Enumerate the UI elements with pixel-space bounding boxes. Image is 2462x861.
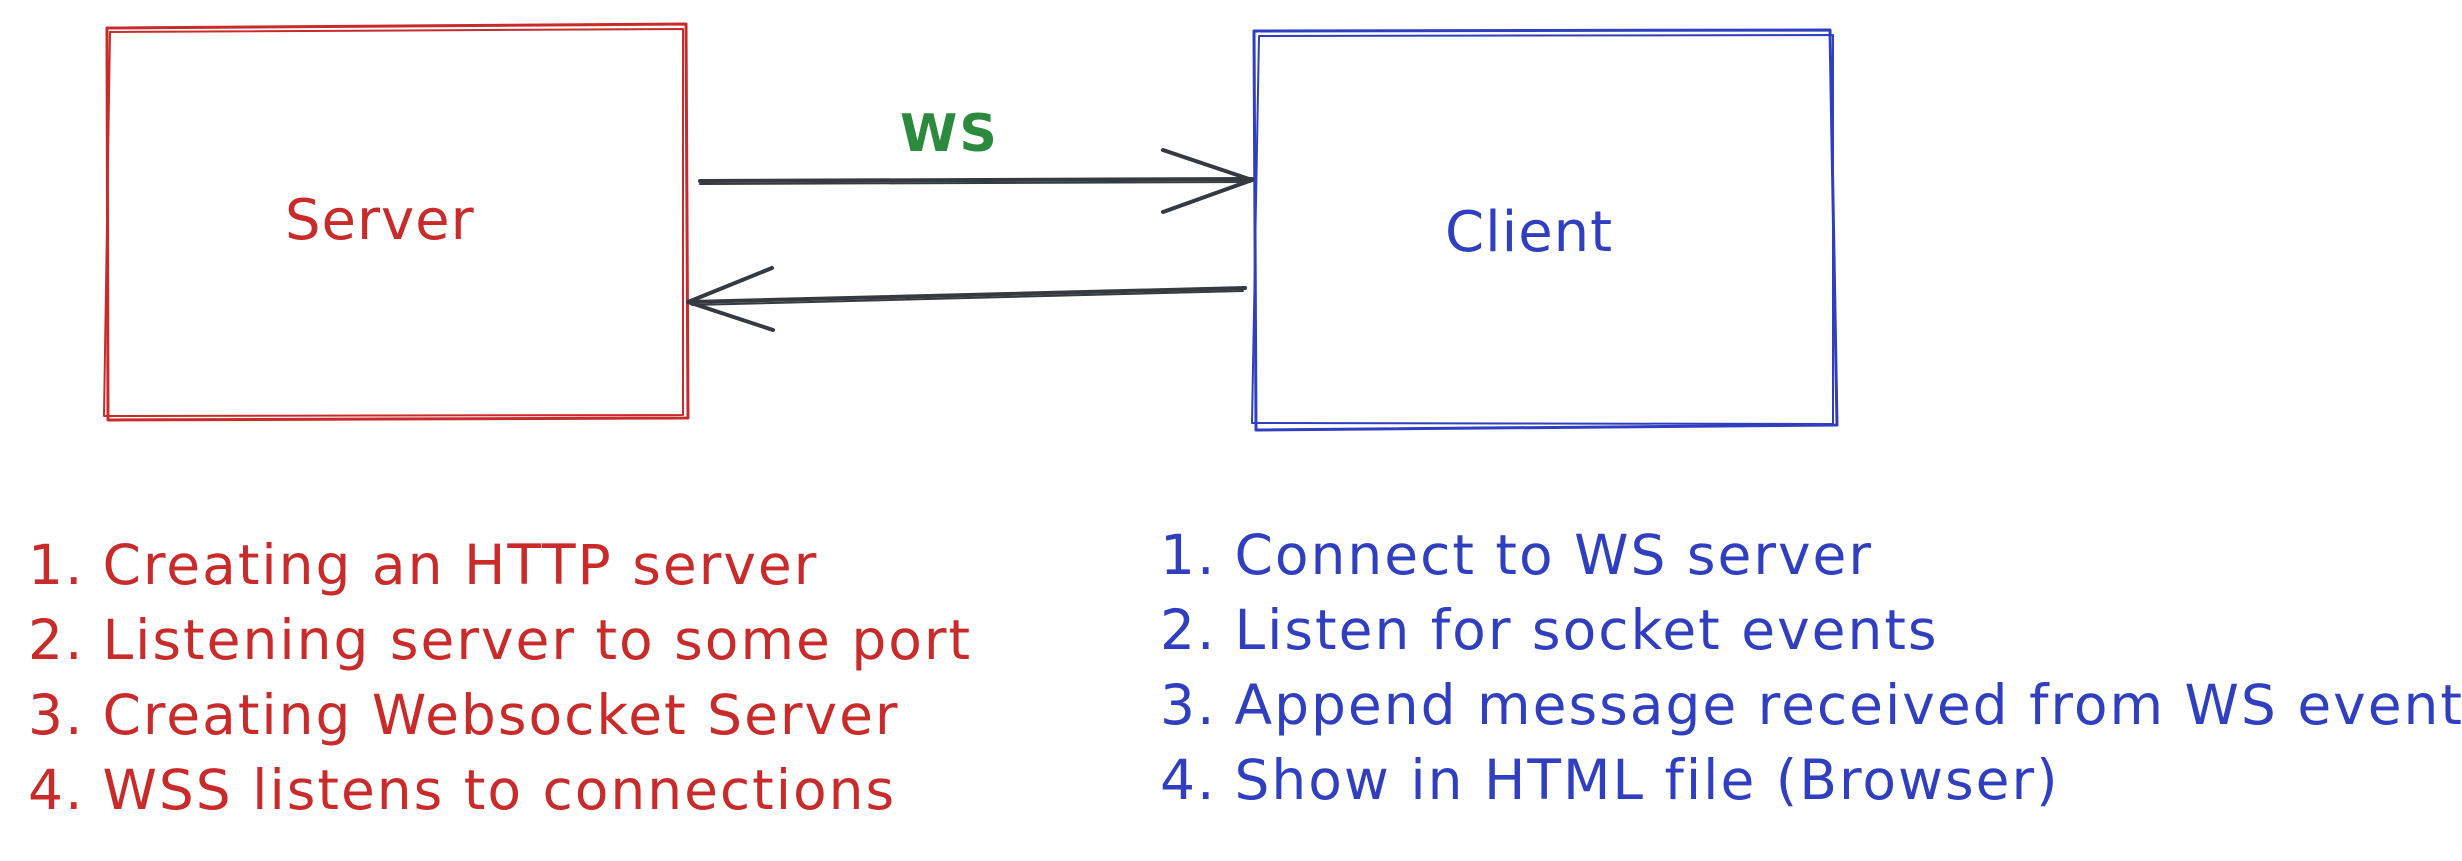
client-step-text: Connect to WS server <box>1234 523 1873 587</box>
client-step-number: 2. <box>1160 598 1217 662</box>
server-step-number: 1. <box>28 533 85 597</box>
server-step: 4. WSS listens to connections <box>28 753 972 828</box>
arrow-client-to-server <box>686 266 1247 332</box>
arrow-server-to-client <box>698 148 1254 214</box>
client-step-text: Show in HTML file (Browser) <box>1234 748 2060 812</box>
client-step-text: Listen for socket events <box>1234 598 1939 662</box>
client-step-text: Append message received from WS event <box>1234 673 2462 737</box>
client-step-number: 4. <box>1160 748 1217 812</box>
server-step: 1. Creating an HTTP server <box>28 528 972 603</box>
client-step-number: 3. <box>1160 673 1217 737</box>
server-label: Server <box>285 188 475 253</box>
server-steps-list: 1. Creating an HTTP server 2. Listening se… <box>28 528 972 828</box>
client-step: 2. Listen for socket events <box>1160 593 2462 668</box>
client-steps-list: 1. Connect to WS server 2. Listen for sock… <box>1160 518 2462 818</box>
server-step: 2. Listening server to some port <box>28 603 972 678</box>
server-step: 3. Creating Websocket Server <box>28 678 972 753</box>
server-step-text: WSS listens to connections <box>102 758 897 822</box>
client-step: 3. Append message received from WS event <box>1160 668 2462 743</box>
server-step-number: 4. <box>28 758 85 822</box>
ws-connection-label: WS <box>900 104 999 164</box>
client-label: Client <box>1445 200 1614 265</box>
server-step-text: Listening server to some port <box>102 608 973 672</box>
client-step: 4. Show in HTML file (Browser) <box>1160 743 2462 818</box>
server-step-number: 2. <box>28 608 85 672</box>
server-step-text: Creating an HTTP server <box>102 533 819 597</box>
server-step-number: 3. <box>28 683 85 747</box>
client-step-number: 1. <box>1160 523 1217 587</box>
client-step: 1. Connect to WS server <box>1160 518 2462 593</box>
server-step-text: Creating Websocket Server <box>102 683 900 747</box>
server-box[interactable] <box>103 22 690 422</box>
client-box[interactable] <box>1251 28 1839 432</box>
